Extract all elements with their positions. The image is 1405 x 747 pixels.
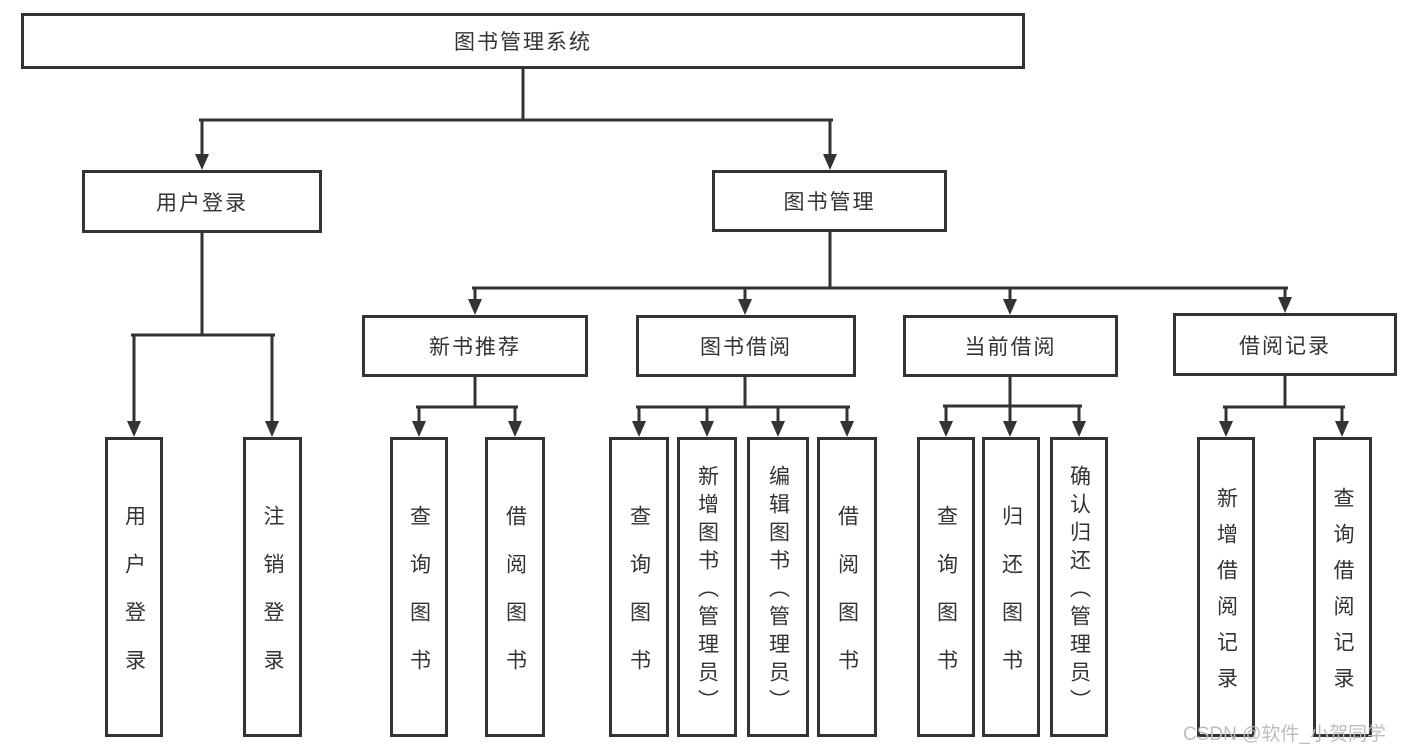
node-book-management: 图书管理 (712, 170, 947, 232)
leaf-confirm-return-admin: 确认归还（管理员） (1050, 437, 1108, 737)
leaf-query-books-borrowing: 查询图书 (609, 437, 669, 737)
leaf-add-books-admin: 新增图书（管理员） (677, 437, 737, 737)
node-library-system: 图书管理系统 (21, 13, 1025, 69)
node-borrow-records: 借阅记录 (1173, 313, 1397, 376)
leaf-return-books: 归还图书 (982, 437, 1040, 737)
leaf-borrow-books-recommend: 借阅图书 (485, 437, 545, 737)
leaf-query-borrow-record: 查询借阅记录 (1313, 437, 1372, 737)
node-user-login: 用户登录 (82, 170, 322, 233)
node-new-book-recommend: 新书推荐 (362, 315, 588, 377)
leaf-edit-books-admin: 编辑图书（管理员） (747, 437, 809, 737)
leaf-query-books-current: 查询图书 (917, 437, 975, 737)
leaf-logout: 注销登录 (243, 437, 302, 737)
csdn-watermark: CSDN @软件_小贺同学 (1183, 724, 1386, 745)
node-current-borrowing: 当前借阅 (903, 315, 1118, 377)
leaf-add-borrow-record: 新增借阅记录 (1197, 437, 1255, 737)
leaf-query-books-recommend: 查询图书 (390, 437, 448, 737)
node-book-borrowing: 图书借阅 (636, 315, 856, 377)
leaf-user-login: 用户登录 (105, 437, 163, 737)
leaf-borrow-books: 借阅图书 (817, 437, 877, 737)
